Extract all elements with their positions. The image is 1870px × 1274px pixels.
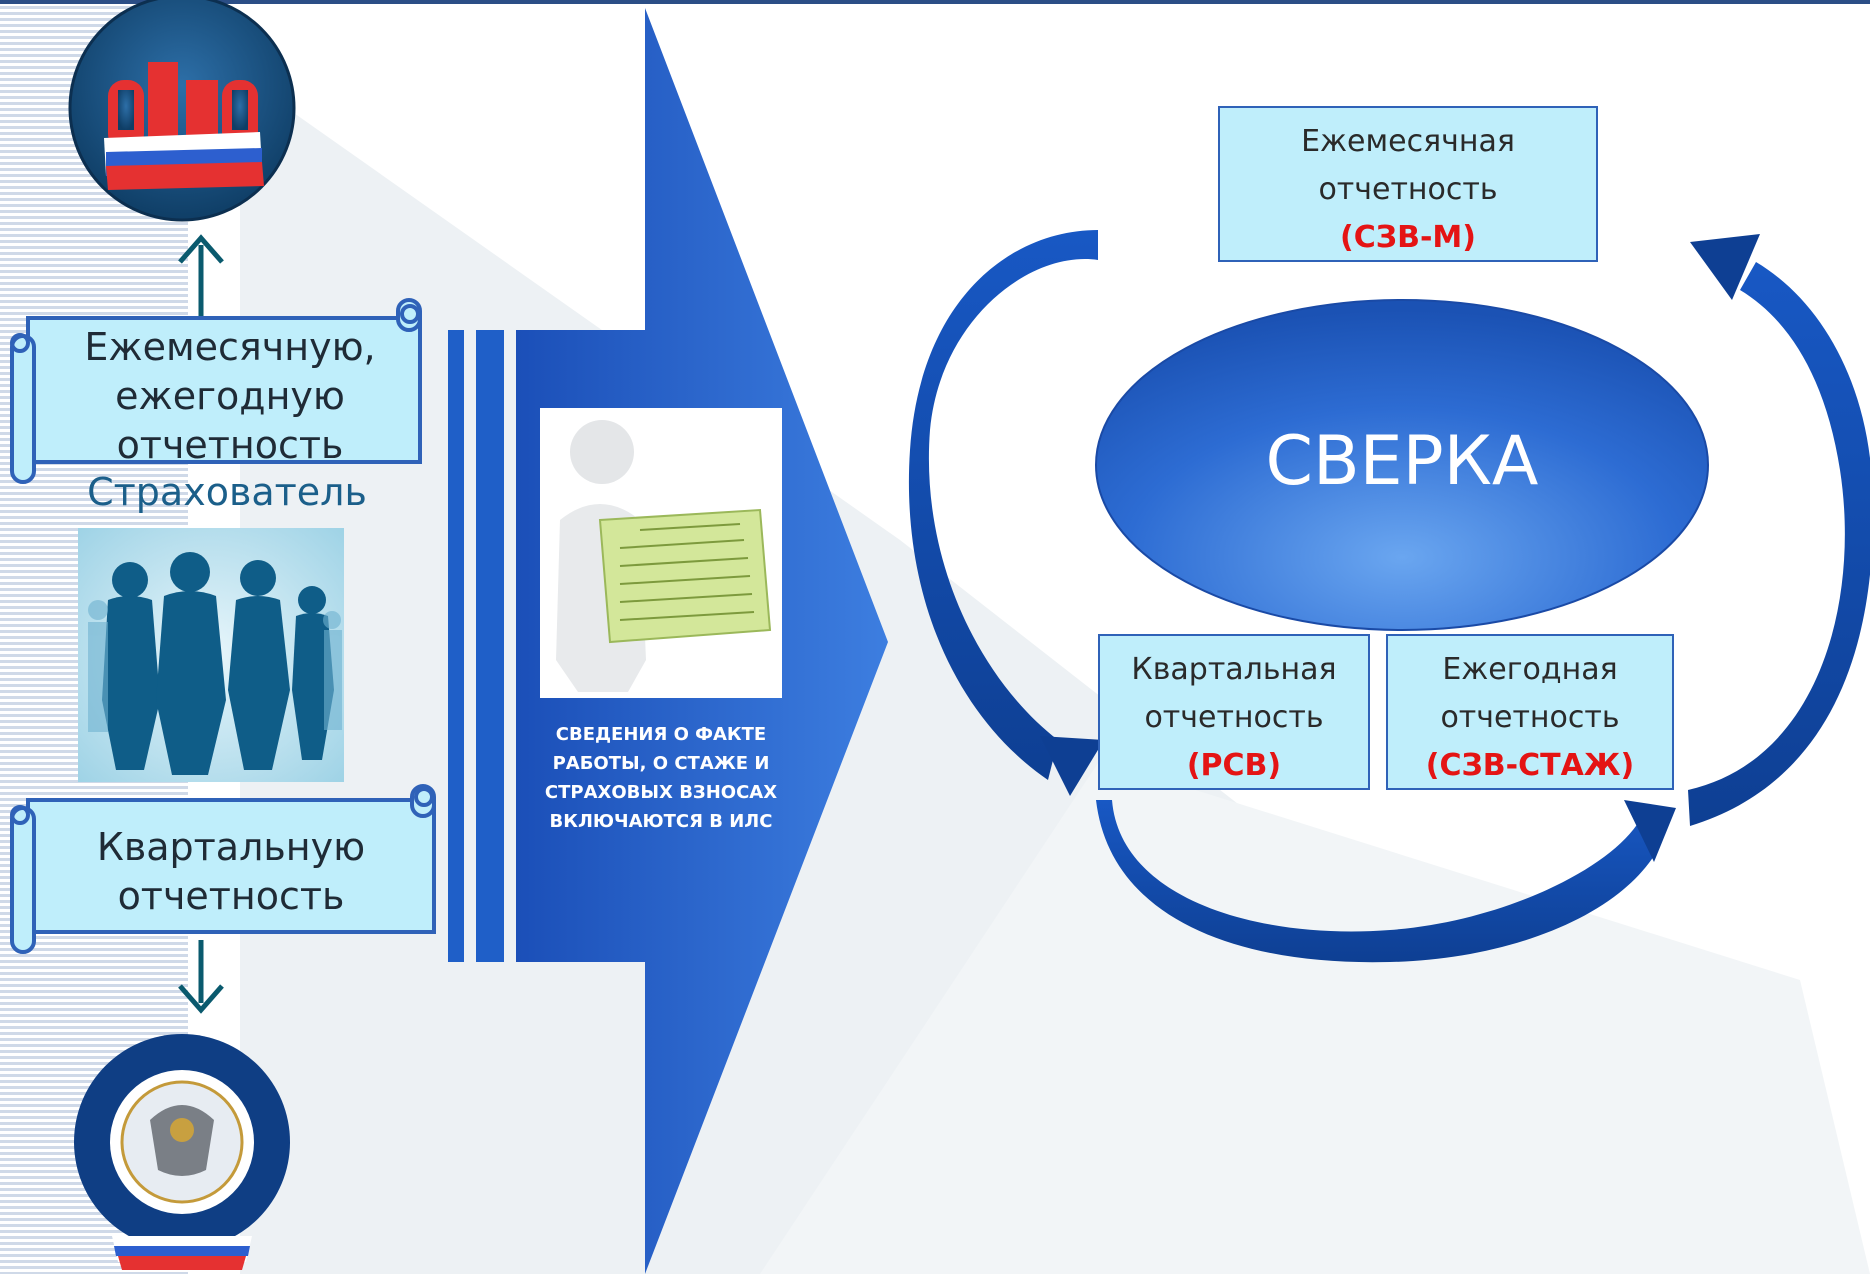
reconciliation-title: СВЕРКА <box>1265 422 1539 501</box>
ils-caption: СВЕДЕНИЯ О ФАКТЕ РАБОТЫ, О СТАЖЕ И СТРАХ… <box>544 724 778 832</box>
quarterly-report-label: Квартальная отчетность <box>1131 652 1337 735</box>
bg-plane-2 <box>760 760 1870 1274</box>
insurer-label: Страхователь <box>87 470 367 514</box>
scroll-banner-1 <box>10 298 422 484</box>
arrow-to-fns-head <box>178 984 224 1014</box>
annual-report-label: Ежегодная отчетность <box>1440 652 1620 735</box>
top-rule <box>0 0 1870 4</box>
quarterly-report-code: (РСВ) <box>1186 748 1282 783</box>
annual-report-box: Ежегодная отчетность (СЗВ-СТАЖ) <box>1386 634 1674 790</box>
report-quarterly-label: Квартальную отчетность <box>96 825 366 918</box>
divider-bar-2 <box>476 330 504 962</box>
monthly-report-box: Ежемесячная отчетность (СЗВ-М) <box>1218 106 1598 262</box>
scroll-banner-2 <box>10 784 436 954</box>
cycle-arrow-right <box>1688 234 1870 826</box>
cycle-arrow-left <box>908 230 1104 796</box>
reconciliation-oval-outline <box>1095 299 1709 631</box>
divider-bar-1 <box>448 330 464 962</box>
people-silhouettes-image <box>78 528 344 782</box>
annual-report-code: (СЗВ-СТАЖ) <box>1425 748 1635 783</box>
monthly-report-code: (СЗВ-М) <box>1340 220 1476 255</box>
quarterly-report-box: Квартальная отчетность (РСВ) <box>1098 634 1370 790</box>
reconciliation-oval <box>1096 300 1708 630</box>
insurance-certificate-image <box>540 408 782 698</box>
pfr-logo-icon <box>68 0 296 222</box>
report-all-label: Ежемесячную, ежегодную отчетность <box>84 325 376 467</box>
arrow-to-pfr-head <box>178 234 224 264</box>
monthly-report-label: Ежемесячная отчетность <box>1301 124 1515 207</box>
fns-emblem-icon <box>74 1034 290 1270</box>
cycle-arrow-bottom <box>1096 800 1676 963</box>
